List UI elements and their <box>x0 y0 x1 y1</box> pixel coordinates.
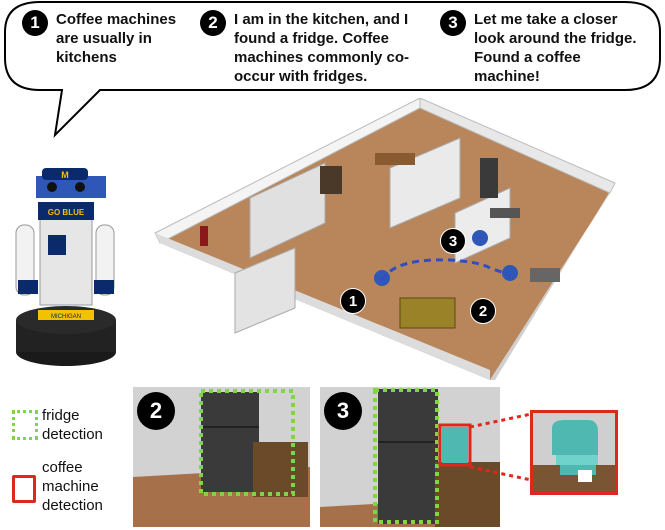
coffee-legend-swatch <box>12 475 36 503</box>
panel-3-view <box>320 387 500 527</box>
apartment-scene <box>154 98 616 380</box>
panel-3-badge: 3 <box>324 392 362 430</box>
step-text: Coffee machines are usually in kitchens <box>56 11 177 66</box>
scene-marker-1: 1 <box>340 288 366 314</box>
step-text: I am in the kitchen, and I found a fridg… <box>234 11 410 85</box>
step-number-badge: 1 <box>22 10 48 36</box>
scene-marker-2: 2 <box>470 298 496 324</box>
panel-2-view <box>133 387 310 527</box>
zoom-connector <box>469 411 537 483</box>
robot-shirt-label: GO BLUE <box>48 208 85 217</box>
step-number-badge: 2 <box>200 10 226 36</box>
panel-2-badge: 2 <box>137 392 175 430</box>
step-2: 2 I am in the kitchen, and I found a fri… <box>200 10 435 86</box>
svg-text:M: M <box>61 170 69 180</box>
step-1: 1 Coffee machines are usually in kitchen… <box>22 10 197 67</box>
robot-illustration: MICHIGAN GO BLUE M <box>15 168 116 366</box>
robot-base-label: MICHIGAN <box>51 314 81 320</box>
fridge-legend-label: fridge detection <box>42 407 103 443</box>
speech-bubble <box>4 1 661 138</box>
scene-marker-3: 3 <box>440 228 466 254</box>
coffee-legend-label: coffee machine detection <box>42 459 103 514</box>
fridge-legend-swatch <box>12 410 38 440</box>
step-number-badge: 3 <box>440 10 466 36</box>
step-text: Let me take a closer look around the fri… <box>474 11 637 85</box>
coffee-machine-zoom <box>530 410 618 495</box>
step-3: 3 Let me take a closer look around the f… <box>440 10 650 86</box>
